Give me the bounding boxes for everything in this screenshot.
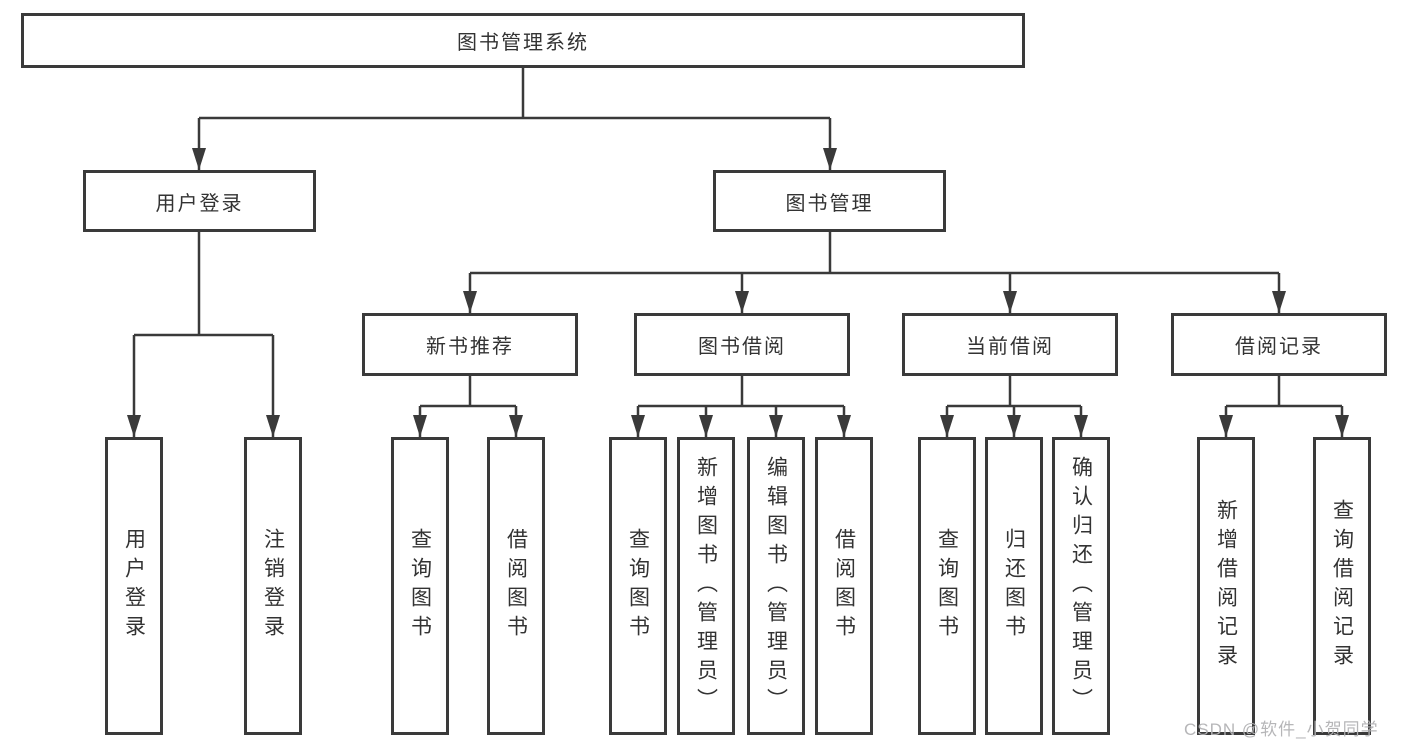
node-root-system: 图书管理系统 [21,13,1025,68]
node-book-management-label: 图书管理 [785,192,874,215]
node-book-borrowing-label: 图书借阅 [698,336,786,358]
leaf-bb-borrow-books-label: 借阅图书 [832,528,856,644]
leaf-cb-query-books-label: 查询图书 [935,528,959,644]
connector-book-borrowing-to-leaves [631,376,851,437]
leaf-user-login: 用户登录 [105,437,163,735]
leaf-cb-return-books-label: 归还图书 [1002,528,1026,644]
csdn-watermark: CSDN @软件_小贺同学 [1184,720,1379,739]
node-new-book-recommend: 新书推荐 [362,313,578,376]
leaf-bb-borrow-books: 借阅图书 [815,437,873,735]
node-book-management: 图书管理 [713,170,946,232]
leaf-br-query-record-label: 查询借阅记录 [1330,499,1354,673]
connector-current-borrowing-to-leaves [940,376,1088,437]
leaf-bb-add-books-admin: 新增图书（管理员） [677,437,735,735]
node-borrowing-records: 借阅记录 [1171,313,1387,376]
node-root-label: 图书管理系统 [457,32,589,54]
connector-root-to-level2 [192,68,837,170]
node-user-login-label: 用户登录 [155,192,244,215]
node-book-borrowing: 图书借阅 [634,313,850,376]
leaf-br-add-record: 新增借阅记录 [1197,437,1255,735]
leaf-cb-query-books: 查询图书 [918,437,976,735]
leaf-user-login-label: 用户登录 [122,528,146,644]
leaf-cb-return-books: 归还图书 [985,437,1043,735]
leaf-nbr-query-books-label: 查询图书 [408,528,432,644]
leaf-cb-confirm-return-admin: 确认归还（管理员） [1052,437,1110,735]
connector-user-login-to-leaves [127,232,280,437]
leaf-bb-query-books-label: 查询图书 [626,528,650,644]
leaf-nbr-borrow-books-label: 借阅图书 [504,528,528,644]
leaf-br-add-record-label: 新增借阅记录 [1214,499,1238,673]
leaf-cb-confirm-return-admin-label: 确认归还（管理员） [1069,455,1093,717]
node-borrowing-records-label: 借阅记录 [1235,336,1323,358]
node-current-borrowing-label: 当前借阅 [966,336,1054,358]
leaf-bb-edit-books-admin: 编辑图书（管理员） [747,437,805,735]
leaf-nbr-query-books: 查询图书 [391,437,449,735]
connector-new-book-recommend-to-leaves [413,376,523,437]
leaf-bb-edit-books-admin-label: 编辑图书（管理员） [764,455,788,717]
leaf-logout-login-label: 注销登录 [261,528,285,644]
connector-borrowing-records-to-leaves [1219,376,1349,437]
leaf-br-query-record: 查询借阅记录 [1313,437,1371,735]
node-new-book-recommend-label: 新书推荐 [426,336,514,358]
leaf-nbr-borrow-books: 借阅图书 [487,437,545,735]
node-current-borrowing: 当前借阅 [902,313,1118,376]
leaf-bb-query-books: 查询图书 [609,437,667,735]
node-user-login: 用户登录 [83,170,316,232]
leaf-bb-add-books-admin-label: 新增图书（管理员） [694,455,718,717]
connector-book-management-to-level3 [463,232,1286,313]
leaf-logout-login: 注销登录 [244,437,302,735]
